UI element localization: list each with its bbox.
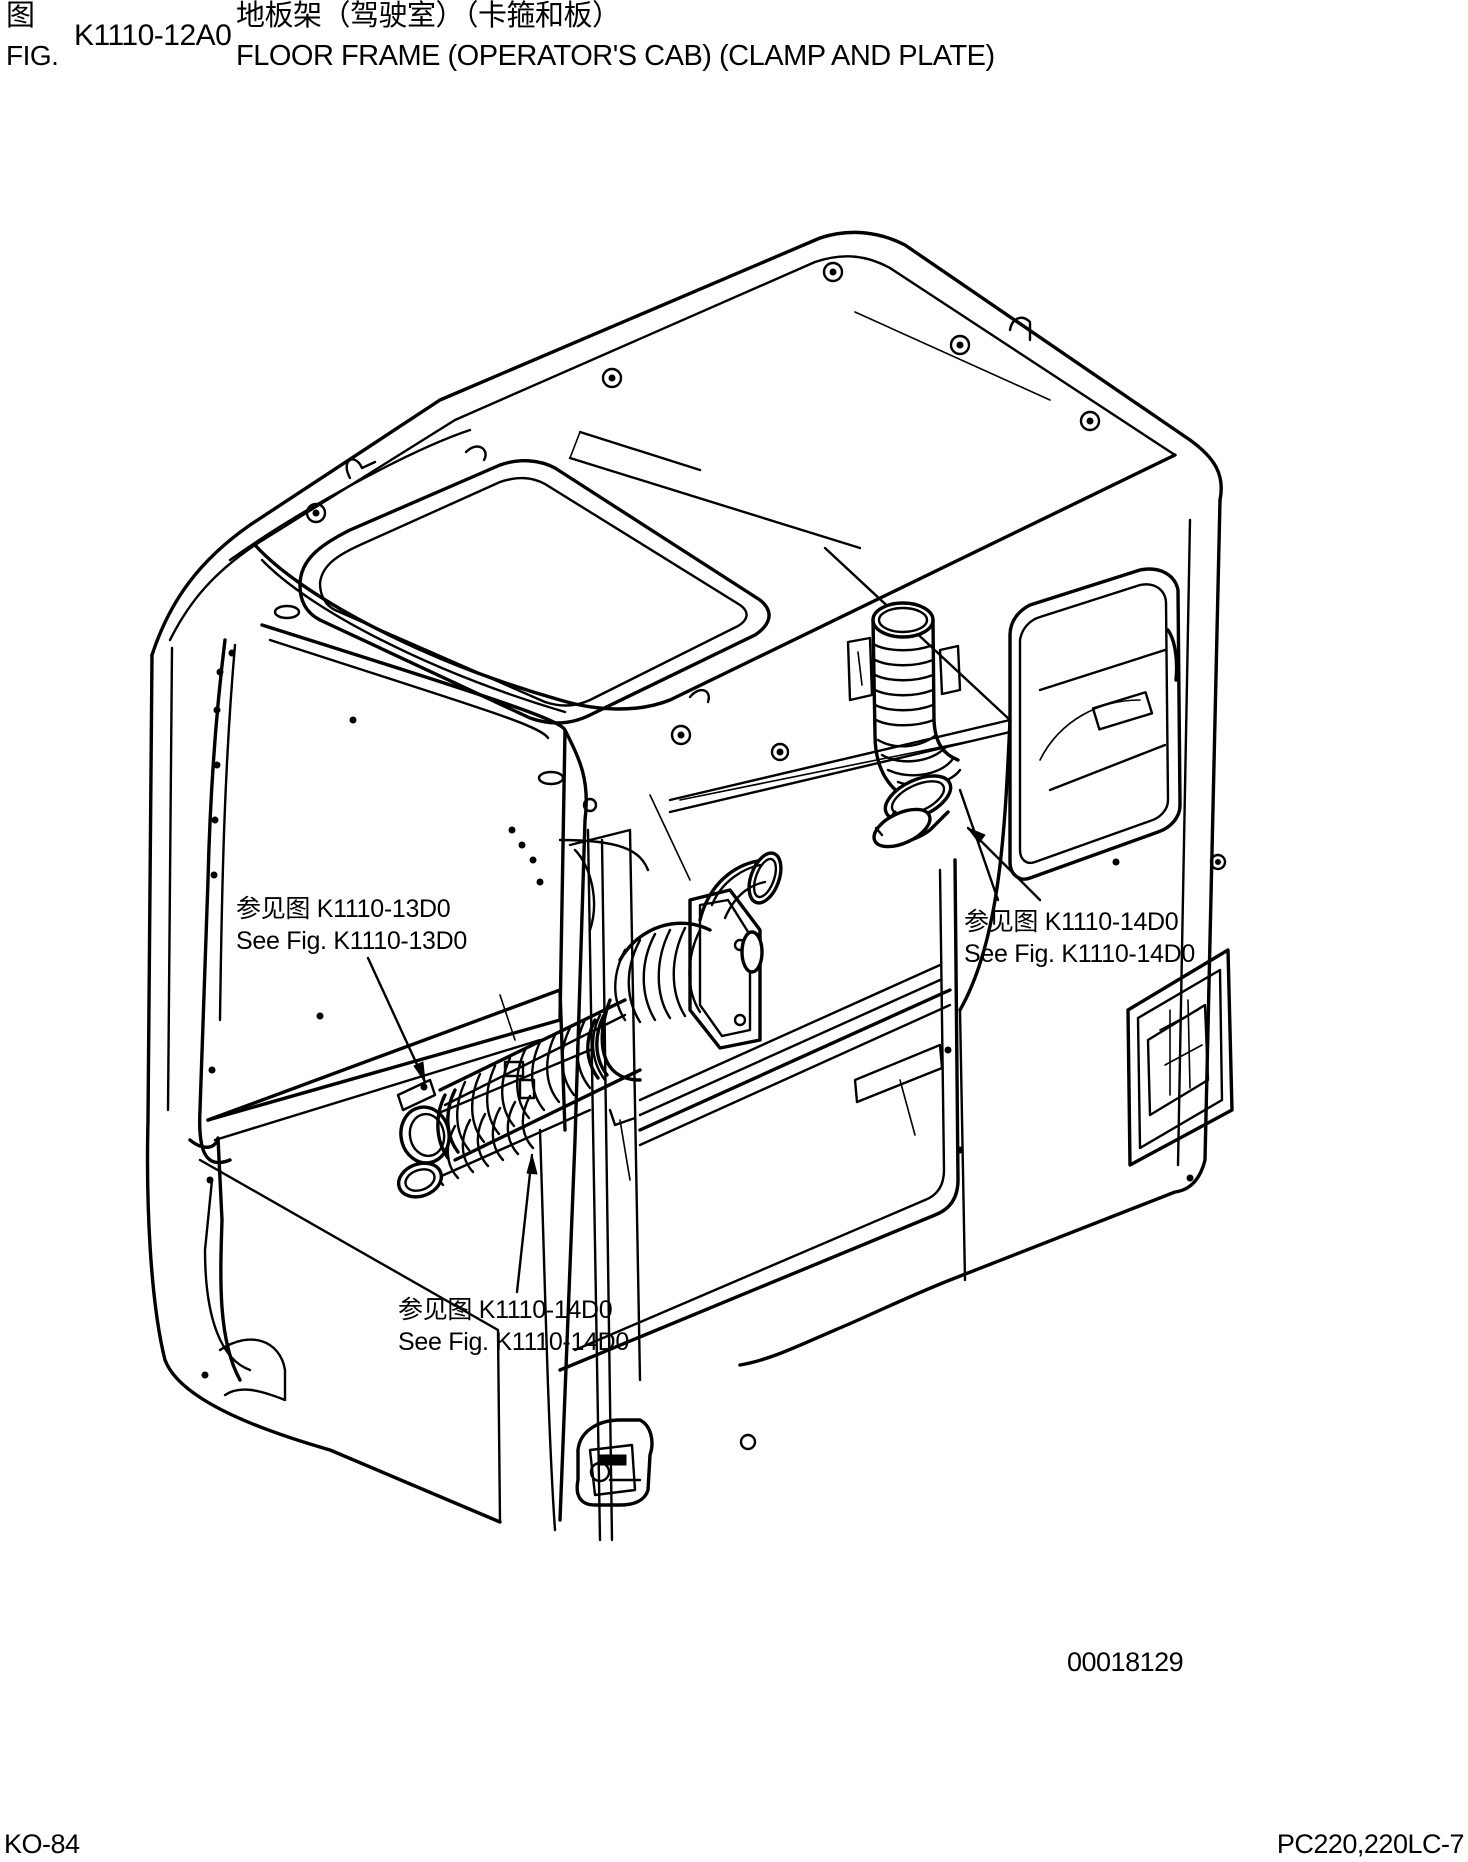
center-air-duct [396,851,783,1199]
page-number: KO-84 [4,1829,80,1859]
cab-front-frame [145,623,598,1524]
figure-code: K1110-12A0 [74,19,232,52]
cab-side-panel [738,498,1234,1367]
upper-air-duct [846,601,962,849]
callout-cn: 参见图 K1110-14D0 [964,908,1179,936]
callout-en: See Fig. K1110-14D0 [398,1328,630,1356]
callout-cn: 参见图 K1110-14D0 [398,1296,613,1324]
figure-title-en: FLOOR FRAME (OPERATOR'S CAB) (CLAMP AND … [236,40,995,72]
callout-k1110-14d0-lower: 参见图 K1110-14D0 See Fig. K1110-14D0 [398,1294,629,1358]
callout-cn: 参见图 K1110-13D0 [236,895,451,923]
callout-k1110-13d0: 参见图 K1110-13D0 See Fig. K1110-13D0 [236,893,467,957]
callout-en: See Fig. K1110-13D0 [236,927,468,955]
image-number: 00018129 [1067,1647,1184,1677]
callout-k1110-14d0-upper: 参见图 K1110-14D0 See Fig. K1110-14D0 [964,906,1195,970]
figure-title-cn: 地板架（驾驶室）（卡箍和板） [236,0,621,32]
cab-center-pillar [538,718,1012,1542]
cab-roof [150,230,1223,725]
leader-lines [366,788,1042,1294]
roof-bolts [273,261,1101,786]
cab-door [558,858,960,1507]
figure-label-en: FIG. [6,40,59,71]
figure-label-cn: 图 [6,0,35,32]
machine-model: PC220,220LC-7 [1276,1829,1465,1859]
callout-en: See Fig. K1110-14D0 [964,940,1196,968]
